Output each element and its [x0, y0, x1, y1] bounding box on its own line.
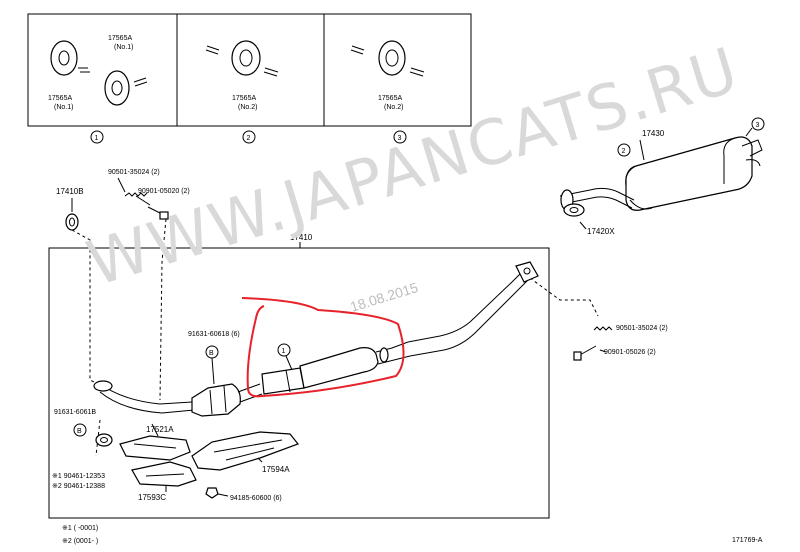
top-panels-frame [27, 13, 472, 127]
part-94185-label: 94185-60600 (6) [230, 495, 282, 502]
spring-and-bolt-upper [117, 177, 169, 220]
panel-3-bottom-sub: (No.2) [384, 104, 403, 111]
lower-parts [95, 423, 299, 499]
circle-ref-3-muffler [751, 117, 765, 131]
panel-2: 17565A (No.2) [205, 40, 279, 111]
diagram-code: 171769-A [732, 537, 763, 544]
panel-1-bottom-sub: (No.1) [54, 104, 73, 111]
part-91631-6061b-label: 91631-6061B [54, 409, 96, 416]
pipe-bracket [261, 367, 305, 395]
part-17420x-label: 17420X [587, 227, 615, 236]
circle-ref-1-resonator [277, 343, 291, 357]
circle-ref-2-muffler [617, 143, 631, 157]
svg-text:B: B [209, 350, 214, 357]
panel-3-bottom-label: 17565A [378, 95, 402, 102]
part-91631-60618-label: 91631-60618 (6) [188, 331, 240, 338]
part-90461-12388-label: ※2 90461-12388 [52, 483, 105, 490]
highlight-circle [241, 297, 405, 398]
panel-1-bottom-label: 17565A [48, 95, 72, 102]
circle-ref-3 [393, 130, 407, 144]
panel-refs: 1 2 3 [90, 130, 407, 144]
panel-3: 17565A (No.2) [350, 40, 425, 111]
gasket-17420x [563, 203, 585, 217]
panel-2-bottom-sub: (No.2) [238, 104, 257, 111]
date-stamp: 18.08.2015 [348, 279, 420, 315]
panel-1: 17565A (No.1) 17565A (No.1) [48, 35, 148, 111]
svg-text:1: 1 [282, 348, 286, 355]
spring-and-bolt-lower [573, 326, 613, 361]
muffler-17430 [559, 136, 763, 230]
part-90901-upper-label: 90901-05020 (2) [138, 188, 190, 195]
rubber-hanger-part [104, 70, 130, 106]
gasket-17410b [65, 198, 79, 231]
part-90461-12353-label: ※1 90461-12353 [52, 473, 105, 480]
heat-insulator-17593c [131, 461, 197, 487]
svg-text:3: 3 [756, 122, 760, 129]
rubber-hanger-part [50, 40, 78, 76]
svg-text:2: 2 [622, 148, 626, 155]
note-2: ※2 (0001- ) [62, 538, 98, 545]
pipe-clamp [95, 433, 113, 447]
part-17521a-label: 17521A [146, 425, 174, 434]
svg-text:1: 1 [95, 135, 99, 142]
front-flange [93, 380, 113, 392]
svg-text:3: 3 [398, 135, 402, 142]
rear-flange [515, 261, 539, 283]
assembly-frame [48, 247, 550, 519]
part-17410-label: 17410 [290, 233, 313, 242]
compression-spring [124, 192, 148, 197]
nut [205, 487, 219, 499]
panel-1-top-label: 17565A [108, 35, 132, 42]
panel-2-bottom-label: 17565A [232, 95, 256, 102]
svg-text:2: 2 [247, 135, 251, 142]
part-17410b-label: 17410B [56, 187, 84, 196]
top-panels: 17565A (No.1) 17565A (No.1) 17565A (No.2… [27, 13, 472, 127]
heat-insulator-17521a [119, 435, 191, 461]
panel-1-top-sub: (No.1) [114, 44, 133, 51]
catalytic-converter [191, 383, 241, 417]
part-17430-label: 17430 [642, 129, 665, 138]
part-17593c-label: 17593C [138, 493, 166, 502]
part-90501-lower-label: 90501-35024 (2) [616, 325, 668, 332]
resonator [299, 347, 379, 389]
rubber-hanger-part [378, 40, 406, 76]
circle-ref-1 [90, 130, 104, 144]
part-17594a-label: 17594A [262, 465, 290, 474]
svg-text:B: B [77, 428, 82, 435]
note-1: ※1 ( -0001) [62, 525, 98, 532]
circle-ref-b-lower [73, 423, 87, 437]
rubber-hanger-part [231, 40, 261, 76]
part-90901-lower-label: 90901-05026 (2) [604, 349, 656, 356]
exhaust-pipe-17410 [93, 261, 539, 417]
compression-spring [593, 326, 613, 331]
part-90501-upper-label: 90501-35024 (2) [108, 169, 160, 176]
circle-ref-2 [242, 130, 256, 144]
